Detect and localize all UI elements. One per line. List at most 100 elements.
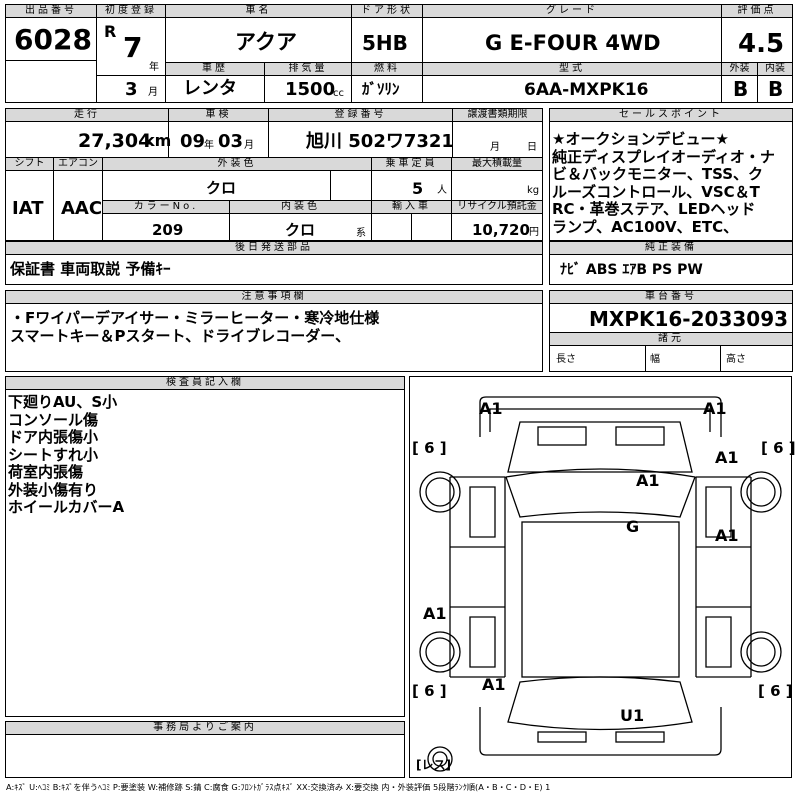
notes-label: 注意事項欄 <box>6 291 542 304</box>
mileage-unit: km <box>144 131 172 150</box>
history-label: 車歴 <box>166 63 264 76</box>
capacity-label: 乗車定員 <box>372 158 451 171</box>
recycle-fee: 10,720 <box>472 221 530 239</box>
plate-label: 登録番号 <box>269 109 452 122</box>
first-reg-label: 初度登録 <box>97 5 165 18</box>
mark-side-left: A1 <box>423 604 447 623</box>
tire-depth-front-right: [ 6 ] <box>761 439 796 457</box>
grade-label: グレード <box>423 5 721 18</box>
inspector-notes: 下廻りAU、S小 コンソール傷 ドア内張傷小 シートすれ小 荷室内張傷 外装小傷… <box>8 393 125 517</box>
ext-grade: B <box>733 77 749 101</box>
recycle-unit: 円 <box>529 227 539 238</box>
int-color: クロ <box>285 221 316 239</box>
inspector-line: 荷室内張傷 <box>8 463 84 481</box>
notes-line: スマートキー＆Pスタート、ドライブレコーダー、 <box>10 326 351 345</box>
inspection-year: 09 <box>180 131 206 152</box>
disp-label: 排気量 <box>265 63 351 76</box>
sales-line: ランプ、AC100V、ETC、 <box>552 217 739 236</box>
mileage: 27,304 <box>78 130 152 152</box>
int-color-unit: 系 <box>356 228 366 239</box>
mark-rear: U1 <box>620 706 645 725</box>
capacity-unit: 人 <box>437 185 447 196</box>
sales-line: RC・革巻ステア、LEDヘッド <box>552 200 756 218</box>
notes-text: ・Fワイパーデアイサー・ミラーヒーター・寒冷地仕様 スマートキー＆Pスタート、ド… <box>10 309 380 345</box>
notes-box <box>5 290 543 372</box>
tire-depth-rear-left: [ 6 ] <box>412 682 447 700</box>
ext-label: 外装 <box>722 62 757 76</box>
era: R <box>104 22 117 41</box>
month-unit: 月 <box>148 87 158 98</box>
chassis-box <box>549 290 793 372</box>
lot-number: 6028 <box>14 23 92 56</box>
int-grade: B <box>768 77 784 101</box>
reg-month: 3 <box>125 79 138 100</box>
office-box <box>5 721 405 778</box>
tire-depth-front-left: [ 6 ] <box>412 439 447 457</box>
score: 4.5 <box>738 29 785 59</box>
int-label: 内装 <box>757 62 792 76</box>
sales-line: ルーズコントロール、VSC＆T <box>552 182 760 201</box>
shift-label: シフト <box>6 158 53 171</box>
color-no-label: カラーNo. <box>103 201 229 214</box>
dims-length: 長さ <box>556 354 576 365</box>
sales-label: セールスポイント <box>550 109 792 122</box>
score-label: 評価点 <box>722 5 792 18</box>
inspector-line: シートすれ小 <box>8 445 99 464</box>
inspector-line: ドア内張傷小 <box>8 428 99 446</box>
model-label: 型式 <box>423 63 721 76</box>
ext-color: クロ <box>206 179 237 197</box>
sales-line: ビ＆バックモニター、TSS、ク <box>552 165 764 183</box>
door-type: 5HB <box>362 31 408 55</box>
car-name-label: 車名 <box>166 5 351 18</box>
plate-number: 旭川 502ワ7321 <box>306 131 454 152</box>
inspection-month: 03 <box>218 131 244 152</box>
inspector-line: 外装小傷有り <box>8 480 99 499</box>
parts-box <box>5 241 543 285</box>
spare-tire-less: [レス] <box>416 758 451 772</box>
model-code: 6AA-MXPK16 <box>524 80 649 100</box>
mark-front-right: A1 <box>703 399 727 418</box>
reg-year: 7 <box>123 31 143 64</box>
equipment-label: 純正装備 <box>550 242 792 255</box>
car-name: アクア <box>235 30 297 54</box>
inspector-line: ホイールカバーA <box>8 498 125 516</box>
mileage-label: 走行 <box>6 109 168 122</box>
load-label: 最大積載量 <box>452 158 542 171</box>
transfer-month: 月 <box>490 142 500 153</box>
ext-color-label: 外装色 <box>103 158 371 171</box>
dims-height: 高さ <box>726 354 746 365</box>
door-label: ドア形状 <box>352 5 422 18</box>
color-no: 209 <box>152 221 184 239</box>
sales-points: ★オークションデビュー★ 純正ディスプレイオーディオ・ナ ビ＆バックモニター、T… <box>552 130 775 236</box>
inspector-label: 検査員記入欄 <box>6 377 404 390</box>
inspection-label: 車検 <box>169 109 268 122</box>
inspector-box <box>5 376 405 717</box>
legend: A:ｷｽﾞ U:ﾍｺﾐ B:ｷｽﾞを伴うﾍｺﾐ P:要塗装 W:補修跡 S:錆 … <box>6 782 551 792</box>
transfer-label: 譲渡書類期限 <box>453 109 542 122</box>
inspector-line: 下廻りAU、S小 <box>8 393 118 411</box>
ac: AAC <box>61 198 103 219</box>
notes-line: ・Fワイパーデアイサー・ミラーヒーター・寒冷地仕様 <box>10 309 380 327</box>
sales-line: ★オークションデビュー★ <box>552 130 729 148</box>
dims-width: 幅 <box>650 354 660 365</box>
int-color-label: 内装色 <box>230 201 371 214</box>
parts-value: 保証書 車両取説 予備ｷｰ <box>10 260 171 278</box>
year-unit: 年 <box>149 62 159 73</box>
vehicle-info-grid <box>5 108 543 241</box>
shift: IAT <box>12 198 44 219</box>
sales-line: 純正ディスプレイオーディオ・ナ <box>552 147 775 166</box>
chassis-number: MXPK16-2033093 <box>589 307 789 331</box>
inspection-m-unit: 月 <box>244 140 254 151</box>
damage-diagram: A1 A1 A1 A1 G A1 A1 A1 U1 [ 6 ] [ 6 ] [ … <box>409 376 796 778</box>
equipment-box <box>549 241 793 285</box>
history: レンタ <box>183 78 237 99</box>
car-outline-diagram <box>419 396 782 772</box>
mark-glass: G <box>626 517 640 536</box>
mark-door-right-1: A1 <box>715 448 739 467</box>
inspector-line: コンソール傷 <box>8 410 99 429</box>
dims-label: 諸元 <box>550 332 792 346</box>
displacement: 1500 <box>285 79 336 100</box>
fuel: ｶﾞｿﾘﾝ <box>362 80 400 98</box>
mark-front-left: A1 <box>479 399 503 418</box>
capacity: 5 <box>412 179 424 198</box>
